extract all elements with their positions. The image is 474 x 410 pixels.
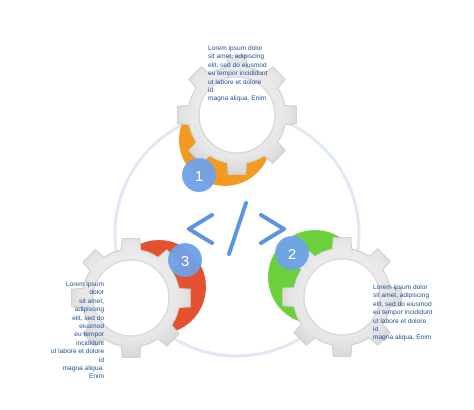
step-3-number: 3 xyxy=(181,253,189,270)
step-1-gear-icon xyxy=(177,55,297,175)
step-1-badge: 1 xyxy=(182,158,216,192)
code-brackets-icon xyxy=(187,201,286,256)
step-1-description: Lorem ipsum dolor sit amet, adipiscing e… xyxy=(208,45,268,103)
right-angle-bracket xyxy=(259,213,286,245)
step-3-badge: 3 xyxy=(168,243,202,277)
left-angle-bracket xyxy=(187,213,214,245)
slash-stroke xyxy=(227,201,248,256)
step-2-number: 2 xyxy=(288,246,296,263)
step-3-description: Lorem ipsum dolor sit amet, adipiscing e… xyxy=(50,281,104,381)
step-2-description: Lorem ipsum dolor sit amet, adipiscing e… xyxy=(373,284,433,342)
step-2-badge: 2 xyxy=(275,236,309,270)
step-3-gear-icon xyxy=(71,238,191,358)
step-2-gear-icon xyxy=(282,237,402,357)
step-1-number: 1 xyxy=(195,168,203,185)
